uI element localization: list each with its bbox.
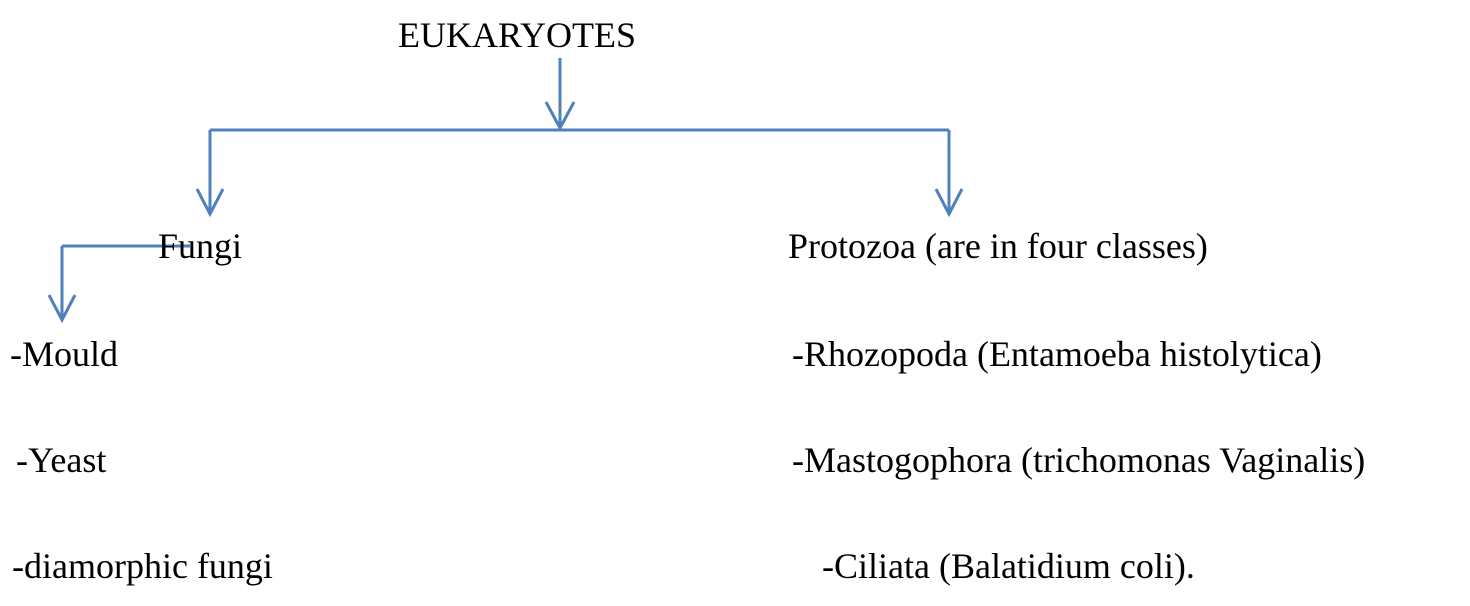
root-arrowhead	[544, 101, 576, 132]
node-protozoa: Protozoa (are in four classes)	[788, 226, 1208, 266]
protozoa-item-mastogophora: -Mastogophora (trichomonas Vaginalis)	[792, 440, 1366, 480]
protozoa-item-rhozopoda: -Rhozopoda (Entamoeba histolytica)	[792, 334, 1322, 374]
fungi-arrowhead	[195, 188, 225, 218]
fungi-item-mould: -Mould	[10, 334, 118, 374]
fungi-item-yeast: -Yeast	[16, 440, 107, 480]
protozoa-item-ciliata: -Ciliata (Balatidium coli).	[822, 546, 1195, 586]
protozoa-arrowhead	[934, 188, 964, 218]
root-node-eukaryotes: EUKARYOTES	[398, 15, 637, 55]
fungi-items-arrowhead	[47, 294, 77, 324]
fungi-item-diamorphic: -diamorphic fungi	[12, 546, 273, 586]
node-fungi: Fungi	[158, 226, 243, 266]
